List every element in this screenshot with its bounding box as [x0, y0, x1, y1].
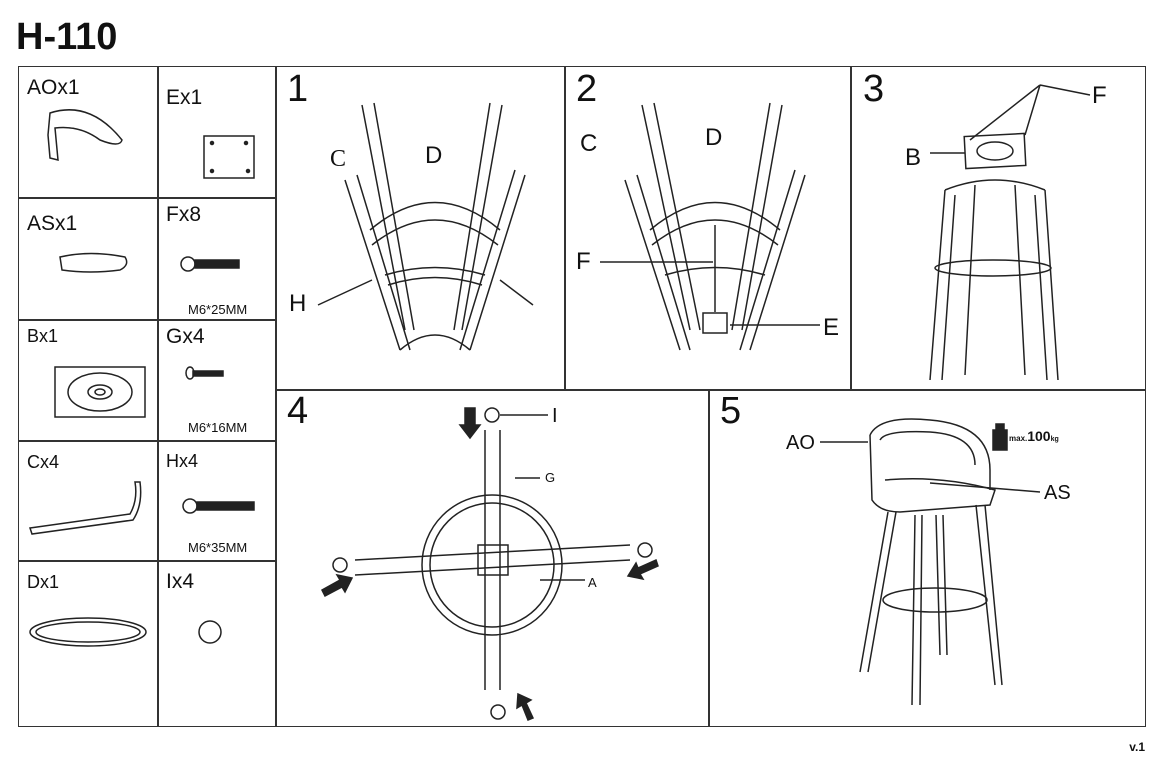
swivel-plate-b-illustration [54, 366, 146, 418]
step-1-panel [275, 66, 566, 391]
callout-label: B [905, 144, 922, 171]
part-label: Bx1 [27, 326, 59, 346]
callout-label: G [545, 470, 556, 485]
part-label: Dx1 [27, 572, 60, 592]
step-2-stool-illustration [600, 102, 820, 351]
callout-label: E [823, 314, 840, 341]
max-load-value: 100 [1027, 428, 1051, 444]
step-number: 5 [720, 390, 742, 432]
part-cell-i [157, 560, 277, 727]
step-5-stool-illustration [820, 418, 1041, 706]
step-number: 1 [287, 68, 309, 110]
callout-label: AS [1044, 482, 1071, 504]
part-cell-c [18, 440, 159, 562]
part-cell-e [157, 66, 277, 199]
part-spec: M6*16MM [188, 420, 248, 435]
callout-label: H [289, 290, 307, 317]
part-cell-f [157, 197, 277, 321]
callout-label: C [580, 130, 598, 157]
step-5-panel [708, 389, 1146, 727]
callout-label: C [330, 146, 347, 172]
part-label: Ix4 [166, 570, 195, 593]
cap-i-icon [198, 620, 222, 644]
screw-h-icon [182, 498, 255, 514]
screw-f-icon [180, 256, 240, 272]
callout-label: F [1092, 82, 1107, 109]
step-number: 4 [287, 390, 309, 432]
part-label: Gx4 [166, 325, 205, 348]
callout-label: F [576, 248, 591, 275]
part-cell-b [18, 319, 159, 442]
part-cell-h [157, 440, 277, 562]
part-label: Fx8 [166, 203, 202, 226]
screw-g-icon [185, 366, 224, 380]
step-1-stool-illustration [317, 102, 534, 351]
callout-label: I [552, 405, 558, 427]
plate-e-illustration [203, 135, 255, 179]
page-title: H-110 [16, 16, 118, 58]
step-3-stool-illustration [929, 84, 1091, 381]
backrest-ao-illustration [47, 109, 123, 161]
callout-label: AO [786, 432, 815, 454]
max-load-prefix: max. [1009, 434, 1028, 443]
part-spec: M6*25MM [188, 302, 248, 317]
part-cell-as [18, 197, 159, 321]
callout-label: D [425, 142, 443, 169]
step-number: 3 [863, 68, 885, 110]
part-spec: M6*35MM [188, 540, 248, 555]
ring-d-illustration [29, 617, 147, 647]
part-cell-g [157, 319, 277, 442]
part-label: Hx4 [166, 451, 199, 471]
step-4-base-illustration [321, 407, 659, 721]
max-load-label: max.100kg [1009, 428, 1059, 446]
part-label: ASx1 [27, 212, 78, 235]
callout-label: D [705, 124, 723, 151]
leg-c-illustration [29, 481, 142, 535]
part-label: AOx1 [27, 76, 80, 99]
step-number: 2 [576, 68, 598, 110]
part-cell-d [18, 560, 159, 727]
part-label: Cx4 [27, 452, 60, 472]
version-label: v.1 [1129, 740, 1145, 754]
step-4-panel [275, 389, 710, 727]
callout-label: A [588, 575, 597, 590]
step-3-panel [850, 66, 1146, 391]
seat-as-illustration [59, 252, 128, 273]
part-label: Ex1 [166, 86, 203, 109]
part-cell-ao [18, 66, 159, 199]
max-load-unit: kg [1050, 436, 1059, 443]
